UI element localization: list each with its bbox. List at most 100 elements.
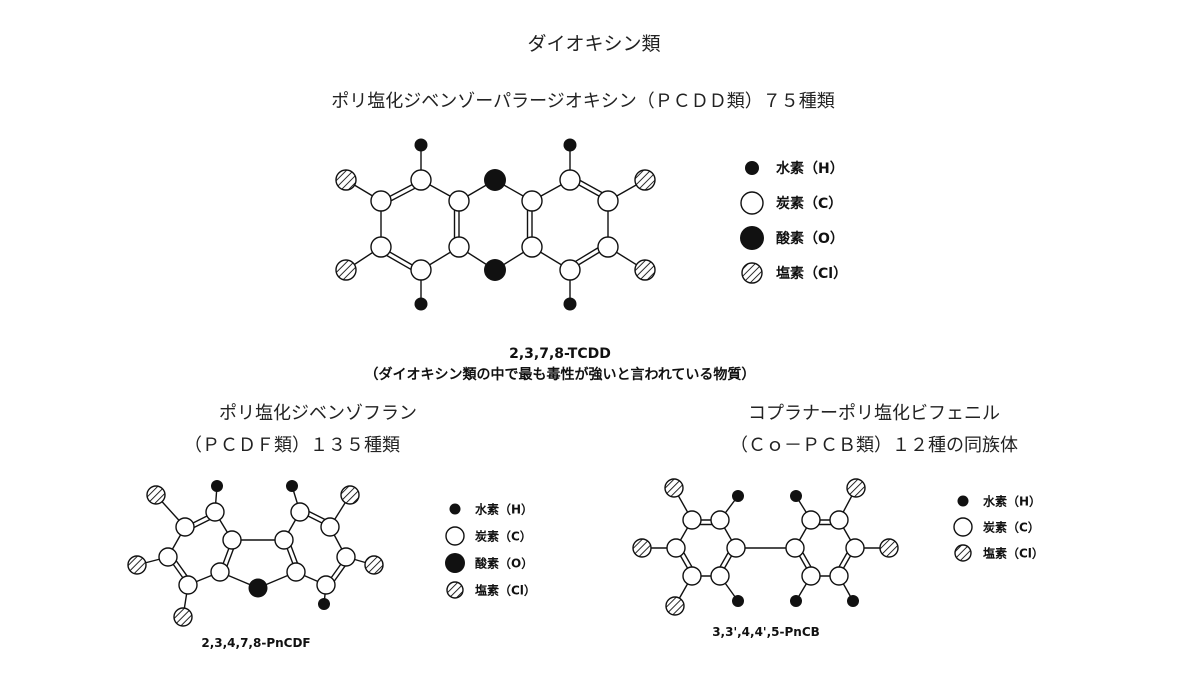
double-bond <box>837 551 849 569</box>
legend-label: 水素（H） <box>776 160 844 177</box>
double-bond <box>801 551 813 569</box>
pcdd-molecule <box>335 138 656 311</box>
hydrogen-atom <box>847 595 859 607</box>
copcb-legend: 水素（H）炭素（C）塩素（Cl） <box>953 493 1044 562</box>
carbon-legend-icon <box>953 517 973 537</box>
carbon-atom <box>801 566 821 586</box>
chlorine-atom <box>879 538 899 558</box>
chlorine-legend-icon <box>446 581 464 599</box>
carbon-atom <box>175 517 195 537</box>
chlorine-atom <box>664 478 684 498</box>
legend-label: 塩素（Cl） <box>983 545 1044 560</box>
copcb-compound-label: 3,3',4,4',5-PnCB <box>712 625 820 639</box>
carbon-atom <box>222 530 242 550</box>
carbon-atom <box>829 510 849 530</box>
copcb-heading-line2: （Ｃｏ－ＰＣＢ類）１２種の同族体 <box>730 435 1018 456</box>
chlorine-atom <box>634 259 656 281</box>
carbon-atom <box>210 562 230 582</box>
hydrogen-atom <box>286 480 298 492</box>
carbon-atom <box>178 575 198 595</box>
chlorine-atom <box>335 259 357 281</box>
copcb-molecule <box>632 478 899 616</box>
legend-label: 炭素（C） <box>475 528 532 543</box>
carbon-legend-icon <box>740 191 764 215</box>
chlorine-atom <box>335 169 357 191</box>
carbon-atom <box>521 236 543 258</box>
chlorine-atom <box>846 478 866 498</box>
chlorine-atom <box>632 538 652 558</box>
double-bond <box>225 547 235 568</box>
hydrogen-atom <box>563 138 577 152</box>
pcdf-molecule <box>127 480 384 627</box>
pcdf-legend: 水素（H） 炭素（C） 酸素（O） 塩素（Cl） <box>445 501 536 599</box>
hydrogen-atom <box>414 297 428 311</box>
legend-label: 酸素（O） <box>475 555 533 570</box>
double-bond <box>579 179 603 194</box>
page-title: ダイオキシン類 <box>527 33 660 55</box>
carbon-atom <box>597 236 619 258</box>
legend-label: 水素（H） <box>983 493 1041 508</box>
carbon-atom <box>682 510 702 530</box>
carbon-atom <box>286 562 306 582</box>
pcdf-compound-label: 2,3,4,7,8-PnCDF <box>201 636 310 650</box>
hydrogen-atom <box>732 595 744 607</box>
legend-label: 炭素（C） <box>776 195 842 212</box>
carbon-atom <box>158 547 178 567</box>
carbon-atom <box>290 502 310 522</box>
legend-label: 塩素（Cl） <box>475 582 536 597</box>
chlorine-atom <box>364 555 384 575</box>
carbon-atom <box>682 566 702 586</box>
carbon-atom <box>316 575 336 595</box>
carbon-atom <box>205 502 225 522</box>
chlorine-legend-icon <box>741 262 763 284</box>
oxygen-atom <box>484 259 506 281</box>
carbon-atom <box>410 259 432 281</box>
carbon-atom <box>829 566 849 586</box>
oxygen-legend-icon <box>740 226 764 250</box>
double-bond <box>333 564 347 583</box>
carbon-atom <box>710 510 730 530</box>
carbon-atom <box>320 517 340 537</box>
carbon-atom <box>666 538 686 558</box>
double-bond <box>574 247 599 263</box>
hydrogen-atom <box>732 490 744 502</box>
chlorine-atom <box>146 485 166 505</box>
carbon-atom <box>710 566 730 586</box>
carbon-atom <box>521 190 543 212</box>
carbon-atom <box>597 190 619 212</box>
pcdf-heading-line1: ポリ塩化ジベンゾフラン <box>219 403 417 424</box>
pcdd-compound-label: 2,3,7,8-TCDD <box>509 346 611 362</box>
legend-label: 水素（H） <box>475 501 533 516</box>
pcdd-legend: 水素（H）炭素（C）酸素（O）塩素（Cl） <box>740 160 847 284</box>
chlorine-legend-icon <box>954 544 972 562</box>
hydrogen-atom <box>211 480 223 492</box>
double-bond <box>289 544 299 565</box>
pcdd-heading: ポリ塩化ジベンゾーパラージオキシン（ＰＣＤＤ類）７５種類 <box>331 91 834 112</box>
hydrogen-legend-icon <box>745 161 759 175</box>
pcdf-heading-line2: （ＰＣＤＦ類）１３５種類 <box>184 435 400 456</box>
carbon-atom <box>448 236 470 258</box>
carbon-atom <box>370 190 392 212</box>
carbon-atom <box>274 530 294 550</box>
oxygen-legend-icon <box>445 553 465 573</box>
carbon-atom <box>448 190 470 212</box>
double-bond <box>718 551 730 569</box>
carbon-atom <box>370 236 392 258</box>
double-bond <box>386 254 412 270</box>
chlorine-atom <box>340 485 360 505</box>
double-bond <box>175 559 189 578</box>
hydrogen-atom <box>414 138 428 152</box>
chlorine-atom <box>127 555 147 575</box>
double-bond <box>307 510 327 521</box>
hydrogen-atom <box>318 598 330 610</box>
carbon-atom <box>336 547 356 567</box>
double-bond <box>192 518 212 529</box>
hydrogen-atom <box>563 297 577 311</box>
oxygen-atom <box>248 578 268 598</box>
carbon-legend-icon <box>445 526 465 546</box>
carbon-atom <box>785 538 805 558</box>
chlorine-atom <box>173 607 193 627</box>
legend-label: 酸素（O） <box>776 230 844 247</box>
double-bond <box>390 187 416 202</box>
